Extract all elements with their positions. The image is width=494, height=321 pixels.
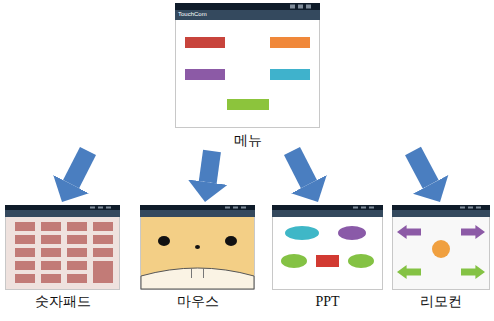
title-bar [272, 210, 383, 217]
pad-key [15, 248, 35, 257]
block-arrow [208, 151, 212, 182]
status-icon [476, 207, 481, 209]
screen-node: 메뉴 TouchCom [60, 3, 435, 149]
pad-key [93, 248, 113, 257]
menu-button [227, 99, 269, 110]
status-icon [241, 207, 246, 209]
screen-background [176, 4, 320, 128]
status-bar [175, 3, 320, 10]
screen-node: 리모컨 [392, 205, 490, 310]
screen-background [6, 206, 120, 290]
screen-node: 숫자패드 [5, 205, 120, 310]
screen-illustration [5, 205, 120, 290]
app-title: TouchCom [178, 11, 207, 18]
menu-button [185, 37, 225, 48]
pad-key [15, 274, 35, 283]
screen-caption: 마우스 [140, 293, 255, 310]
status-icon [233, 207, 238, 209]
mouse-mouth [141, 268, 254, 289]
screen-node: 마우스 [140, 205, 255, 310]
status-icon [306, 5, 311, 9]
title-bar [175, 10, 320, 20]
status-icon [106, 207, 111, 209]
screen-background [141, 206, 255, 290]
block-arrow [71, 151, 88, 184]
status-icon [90, 207, 95, 209]
ppt-button [316, 255, 339, 267]
block-arrow [292, 151, 309, 184]
screen-background [393, 206, 490, 290]
remote-center [432, 240, 450, 258]
menu-button [185, 69, 225, 80]
status-icon [361, 207, 366, 209]
mouse-eye [158, 236, 170, 246]
title-bar [5, 210, 120, 217]
remote-arrow [461, 265, 485, 279]
screen-node: PPT [272, 205, 383, 310]
remote-arrow [397, 265, 421, 279]
pad-key [41, 248, 61, 257]
screen-illustration [272, 205, 383, 290]
remote-arrow [397, 225, 421, 239]
screen-illustration [392, 205, 490, 290]
screen-caption: 리모컨 [392, 293, 490, 310]
pad-key [41, 261, 61, 270]
pad-key [67, 248, 87, 257]
mouse-nose [195, 245, 200, 249]
ppt-button [348, 254, 374, 268]
menu-button [270, 69, 310, 80]
screen-caption: 메뉴 [60, 132, 435, 149]
pad-key [67, 274, 87, 283]
status-bar [272, 205, 383, 210]
menu-button [270, 37, 310, 48]
pad-key [93, 222, 113, 231]
screen-illustration [140, 205, 255, 290]
mouse-tooth [192, 268, 204, 278]
screen-illustration [175, 3, 320, 128]
ppt-button [285, 226, 319, 240]
status-bar [392, 205, 490, 210]
status-icon [225, 207, 230, 209]
ppt-button [281, 254, 307, 268]
status-icon [353, 207, 358, 209]
screen-caption: PPT [272, 293, 383, 310]
pad-key [15, 235, 35, 244]
status-bar [5, 205, 120, 210]
pad-key [67, 222, 87, 231]
pad-key [41, 222, 61, 231]
title-bar [392, 210, 490, 217]
screen-caption: 숫자패드 [5, 293, 120, 310]
status-bar [140, 205, 255, 210]
status-icon [98, 207, 103, 209]
status-icon [460, 207, 465, 209]
title-bar [140, 210, 255, 217]
mouse-eye [225, 236, 237, 246]
block-arrow [413, 151, 431, 184]
pad-key [15, 261, 35, 270]
pad-key [93, 261, 113, 283]
pad-key [15, 222, 35, 231]
screen-background [273, 206, 383, 290]
pad-key [93, 235, 113, 244]
pad-key [67, 261, 87, 270]
status-icon [290, 5, 295, 9]
status-icon [468, 207, 473, 209]
remote-arrow [461, 225, 485, 239]
status-icon [298, 5, 303, 9]
ppt-button [338, 226, 366, 240]
pad-key [41, 235, 61, 244]
pad-key [67, 235, 87, 244]
status-icon [369, 207, 374, 209]
pad-key [41, 274, 61, 283]
